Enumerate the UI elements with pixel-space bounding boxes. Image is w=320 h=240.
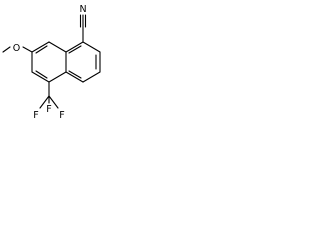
bond-o-methyl [2,46,11,53]
double-bond-c6-c5 [35,70,48,79]
bond-c1-c2 [82,41,101,53]
bond-c8a-c8 [48,41,67,53]
bond-c8-c7 [31,41,50,53]
bond-cf3-f-right [48,95,59,109]
double-bond-c4-c4a [68,70,82,79]
bond-lines [2,14,101,109]
bond-c7-o [22,46,33,53]
fluorine-top-label: F [46,104,51,115]
bond-c4-c4a [65,71,84,83]
bond-c6-c5 [31,71,50,83]
double-bond-c8-c7 [35,45,48,54]
fluorine-right-label: F [59,110,64,121]
chemical-structure: N O F F F [2,4,101,121]
fluorine-left-label: F [33,110,38,121]
bond-c5-c4a [48,71,67,83]
methoxy-o-label: O [13,43,20,54]
bond-cf3-f-left [39,95,50,109]
double-bond-c8a-c1 [68,45,82,54]
bond-c3-c4 [82,71,101,83]
bond-c8a-c1 [65,41,84,53]
nitrile-n-label: N [79,4,86,15]
atom-labels: N O F F F [13,4,87,121]
